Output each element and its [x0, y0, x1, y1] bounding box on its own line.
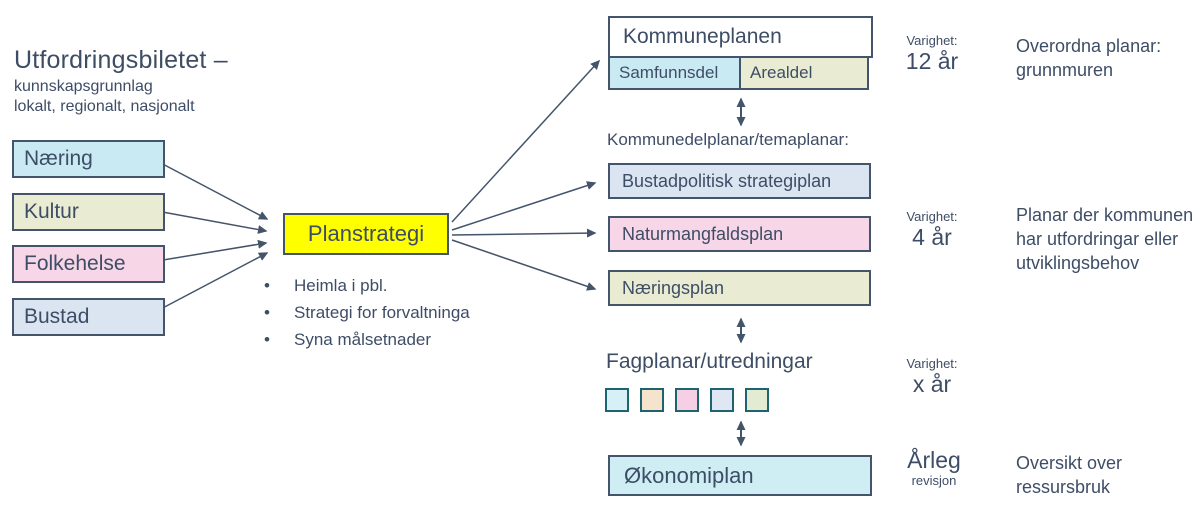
- kommuneplanen-part-samfunnsdel: Samfunnsdel: [608, 56, 741, 90]
- bullet-item: Strategi for forvaltninga: [262, 299, 470, 326]
- annotation-line: grunnmuren: [1016, 60, 1114, 80]
- input-box-kultur: Kultur: [12, 193, 165, 231]
- duration-value: x år: [912, 371, 952, 397]
- planstrategi-box: Planstrategi: [283, 213, 449, 255]
- fagplanar-heading: Fagplanar/utredningar: [606, 350, 813, 373]
- fagplan-square: [745, 388, 769, 412]
- input-box-folkehelse: Folkehelse: [12, 245, 165, 283]
- duration-okonomiplan: Årleg revisjon: [896, 447, 972, 488]
- annotation-line: Oversikt over: [1016, 453, 1123, 473]
- annotation-ressursbruk: Oversikt over ressursbruk: [1016, 451, 1122, 499]
- annotation-line: har utfordringar eller: [1016, 229, 1179, 249]
- challenge-subtitle-2: lokalt, regionalt, nasjonalt: [14, 98, 195, 115]
- bullet-item: Heimla i pbl.: [262, 272, 470, 299]
- kommuneplanen-parts: Samfunnsdel Arealdel: [608, 56, 871, 90]
- bullet-item: Syna målsetnader: [262, 326, 470, 353]
- fagplanar-squares: [605, 388, 780, 412]
- kommuneplanen-part-arealdel: Arealdel: [739, 56, 869, 90]
- annotation-overordna: Overordna planar: grunnmuren: [1016, 34, 1161, 82]
- fagplan-square: [640, 388, 664, 412]
- input-box-bustad: Bustad: [12, 298, 165, 336]
- annotation-line: Planar der kommunen: [1016, 205, 1194, 225]
- plan-box-bustadpolitisk: Bustadpolitisk strategiplan: [608, 163, 871, 199]
- duration-kommuneplan: Varighet: 12 år: [894, 33, 970, 74]
- okonomiplan-box: Økonomiplan: [608, 455, 872, 496]
- duration-label: Varighet:: [906, 33, 958, 48]
- annotation-line: utviklingsbehov: [1016, 253, 1140, 273]
- fagplan-square: [675, 388, 699, 412]
- annotation-line: ressursbruk: [1016, 477, 1111, 497]
- duration-value: 12 år: [905, 48, 959, 74]
- duration-label: Varighet:: [906, 209, 958, 224]
- duration-fagplanar: Varighet: x år: [894, 356, 970, 397]
- kommuneplanen-title-box: Kommuneplanen: [608, 16, 873, 58]
- kommuneplanen-group: Kommuneplanen Samfunnsdel Arealdel: [608, 16, 873, 90]
- planstrategi-bullets: Heimla i pbl. Strategi for forvaltninga …: [262, 272, 470, 353]
- challenge-heading: Utfordringsbiletet – kunnskapsgrunnlag l…: [14, 46, 228, 117]
- challenge-subtitle-1: kunnskapsgrunnlag: [14, 78, 153, 95]
- annotation-utfordringar: Planar der kommunen har utfordringar ell…: [1016, 203, 1193, 275]
- duration-value: revisjon: [911, 473, 957, 488]
- annotation-line: Overordna planar:: [1016, 36, 1162, 56]
- challenge-title: Utfordringsbiletet –: [14, 46, 228, 74]
- plan-box-naturmangfald: Naturmangfaldsplan: [608, 216, 871, 252]
- duration-label: Varighet:: [906, 356, 958, 371]
- fagplan-square: [605, 388, 629, 412]
- input-box-naering: Næring: [12, 140, 165, 178]
- duration-value: 4 år: [912, 224, 952, 250]
- plan-box-naeringsplan: Næringsplan: [608, 270, 871, 306]
- kommunedelplanar-heading: Kommunedelplanar/temaplanar:: [607, 130, 849, 149]
- fagplan-square: [710, 388, 734, 412]
- duration-label: Årleg: [907, 447, 961, 473]
- duration-kommunedelplanar: Varighet: 4 år: [894, 209, 970, 250]
